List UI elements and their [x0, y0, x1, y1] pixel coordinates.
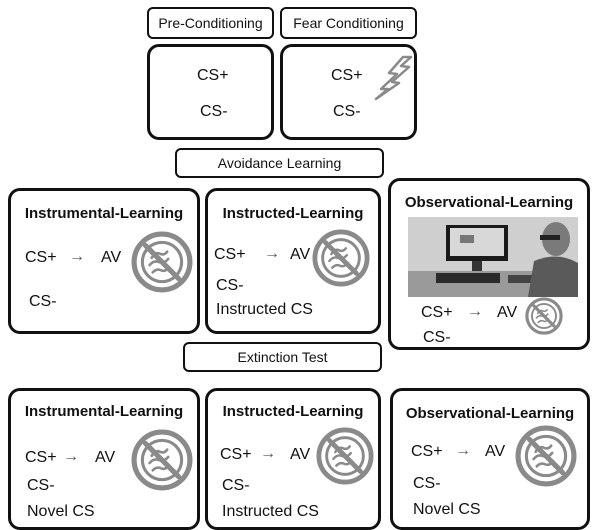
box-title: Instrumental-Learning: [24, 403, 184, 420]
pre-conditioning-label: Pre-Conditioning: [158, 15, 263, 31]
box-title: Observational-Learning: [405, 405, 575, 422]
arrow-icon: →: [63, 448, 79, 465]
prohibited-sign-icon: [525, 297, 563, 335]
arrow-icon: →: [264, 245, 280, 262]
cs-minus-label: CS-: [200, 103, 228, 120]
box-title: Instructed-Learning: [222, 205, 364, 222]
av-label: AV: [290, 246, 311, 263]
cs-plus-label: CS+: [25, 449, 57, 466]
avoidance-learning-label: Avoidance Learning: [217, 155, 342, 171]
pre-conditioning-box: CS+ CS-: [147, 44, 274, 140]
cs-minus-label: CS-: [423, 329, 451, 346]
extinction-instrumental-box: Instrumental-Learning CS+ → AV CS- Novel…: [8, 388, 200, 530]
novel-cs-label: Novel CS: [413, 501, 481, 518]
cs-plus-label: CS+: [25, 249, 57, 266]
extinction-test-label: Extinction Test: [237, 349, 328, 365]
av-label: AV: [101, 249, 122, 266]
prohibited-sign-icon: [131, 231, 193, 293]
extinction-test-label-box: Extinction Test: [183, 342, 382, 372]
avoidance-learning-label-box: Avoidance Learning: [175, 148, 384, 178]
av-label: AV: [497, 304, 518, 321]
arrow-icon: →: [69, 248, 85, 265]
cs-plus-label: CS+: [220, 446, 252, 463]
prohibited-sign-icon: [515, 425, 577, 487]
cs-plus-label: CS+: [331, 67, 363, 84]
extinction-observational-box: Observational-Learning CS+ → AV CS- Nove…: [390, 388, 590, 530]
cs-plus-label: CS+: [197, 67, 229, 84]
av-label: AV: [485, 443, 506, 460]
cs-plus-label: CS+: [214, 246, 246, 263]
novel-cs-label: Novel CS: [27, 503, 95, 520]
avoidance-instrumental-box: Instrumental-Learning CS+ → AV CS-: [8, 188, 200, 334]
cs-minus-label: CS-: [333, 103, 361, 120]
box-title: Instrumental-Learning: [24, 205, 184, 222]
extinction-instructed-box: Instructed-Learning CS+ → AV CS- Instruc…: [205, 388, 381, 530]
av-label: AV: [95, 449, 116, 466]
cs-minus-label: CS-: [222, 477, 250, 494]
avoidance-instructed-box: Instructed-Learning CS+ → AV CS- Instruc…: [205, 188, 381, 334]
box-title: Instructed-Learning: [222, 403, 364, 420]
observer-video-image: [408, 217, 578, 297]
pre-conditioning-label-box: Pre-Conditioning: [147, 7, 274, 39]
avoidance-observational-box: Observational-Learning CS+ → AV CS-: [388, 178, 590, 350]
av-label: AV: [290, 446, 311, 463]
cs-plus-label: CS+: [411, 443, 443, 460]
cs-minus-label: CS-: [29, 293, 57, 310]
box-title: Observational-Learning: [404, 194, 574, 211]
arrow-icon: →: [260, 445, 276, 462]
instructed-cs-label: Instructed CS: [222, 503, 319, 520]
cs-plus-label: CS+: [421, 304, 453, 321]
fear-conditioning-label-box: Fear Conditioning: [280, 7, 417, 39]
fear-conditioning-box: CS+ CS-: [280, 44, 417, 140]
cs-minus-label: CS-: [413, 475, 441, 492]
arrow-icon: →: [467, 303, 483, 320]
lightning-bolt-icon: [374, 55, 413, 101]
cs-minus-label: CS-: [27, 477, 55, 494]
prohibited-sign-icon: [316, 427, 374, 485]
instructed-cs-label: Instructed CS: [216, 301, 313, 318]
cs-minus-label: CS-: [216, 277, 244, 294]
prohibited-sign-icon: [131, 429, 193, 491]
arrow-icon: →: [455, 442, 471, 459]
prohibited-sign-icon: [312, 229, 370, 287]
fear-conditioning-label: Fear Conditioning: [293, 15, 404, 31]
